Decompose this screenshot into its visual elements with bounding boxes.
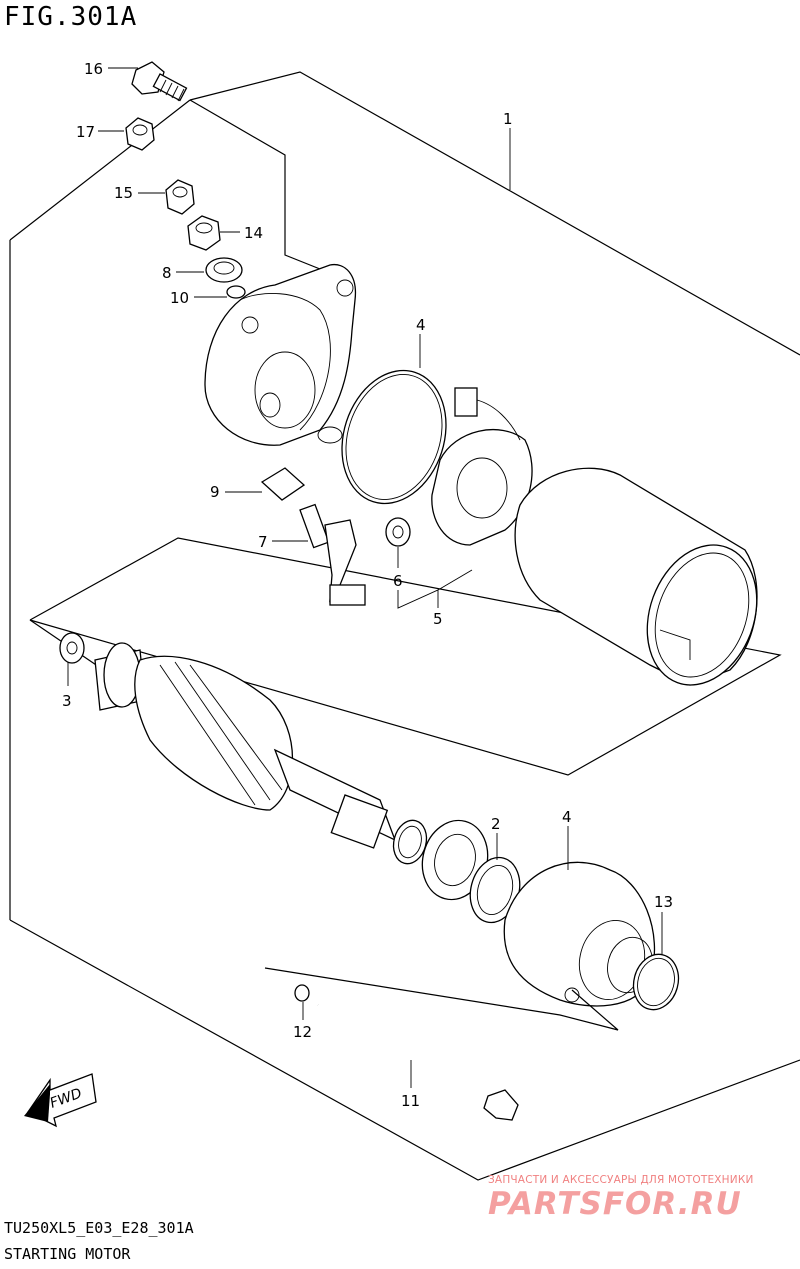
callout-6: 6	[393, 572, 403, 590]
part-14-nut	[187, 215, 221, 251]
part-3-washer	[59, 632, 85, 664]
callout-2: 2	[491, 815, 501, 833]
leader-lines	[67, 67, 663, 1088]
part-5-brush-holder	[431, 387, 533, 546]
part-12-o-ring	[294, 984, 310, 1002]
part-8-washer	[205, 257, 243, 283]
part-11-through-bolt	[317, 1003, 519, 1121]
fwd-arrow-icon: FWD	[24, 1073, 97, 1128]
part-15-nut	[165, 179, 195, 215]
callout-1: 1	[503, 110, 513, 128]
part-9-clip	[260, 467, 306, 501]
figure-code: FIG.301A	[4, 2, 138, 32]
diagram-subtitle: STARTING MOTOR	[4, 1245, 131, 1263]
watermark-tagline: ЗАПЧАСТИ И АКСЕССУАРЫ ДЛЯ МОТОТЕХНИКИ	[488, 1174, 754, 1186]
callout-3: 3	[62, 692, 72, 710]
part-17-nut	[125, 117, 155, 151]
callout-8: 8	[162, 264, 172, 282]
part-7-terminal	[299, 503, 366, 606]
armature	[94, 642, 397, 849]
callout-7: 7	[258, 533, 268, 551]
callout-16: 16	[84, 60, 103, 78]
model-code: TU250XL5_E03_E28_301A	[4, 1219, 194, 1237]
part-13-o-ring	[632, 953, 680, 1011]
callout-5: 5	[433, 610, 443, 628]
yoke-motor-case	[514, 467, 758, 686]
callout-10: 10	[170, 289, 189, 307]
part-6-bearing	[385, 517, 411, 547]
callout-4-upper: 4	[416, 316, 426, 334]
callout-labels: 1 2 3 4 4 5 6 7 8 9 10 11 12 13 14 15 16…	[62, 60, 673, 1110]
part-16-bolt	[131, 61, 188, 102]
callout-17: 17	[76, 123, 95, 141]
rear-cover-housing	[204, 263, 357, 446]
watermark-logo: PARTSFOR.RU	[488, 1186, 742, 1222]
through-bolt-frame	[264, 967, 619, 1031]
callout-12: 12	[293, 1023, 312, 1041]
part-10-o-ring	[226, 285, 246, 299]
callout-15: 15	[114, 184, 133, 202]
part-2-bearing	[469, 856, 521, 924]
callout-4-lower: 4	[562, 808, 572, 826]
part-4-o-ring-upper	[341, 369, 447, 505]
callout-11: 11	[401, 1092, 420, 1110]
callout-13: 13	[654, 893, 673, 911]
callout-9: 9	[210, 483, 220, 501]
callout-14: 14	[244, 224, 263, 242]
assembly-frame	[9, 71, 800, 1181]
